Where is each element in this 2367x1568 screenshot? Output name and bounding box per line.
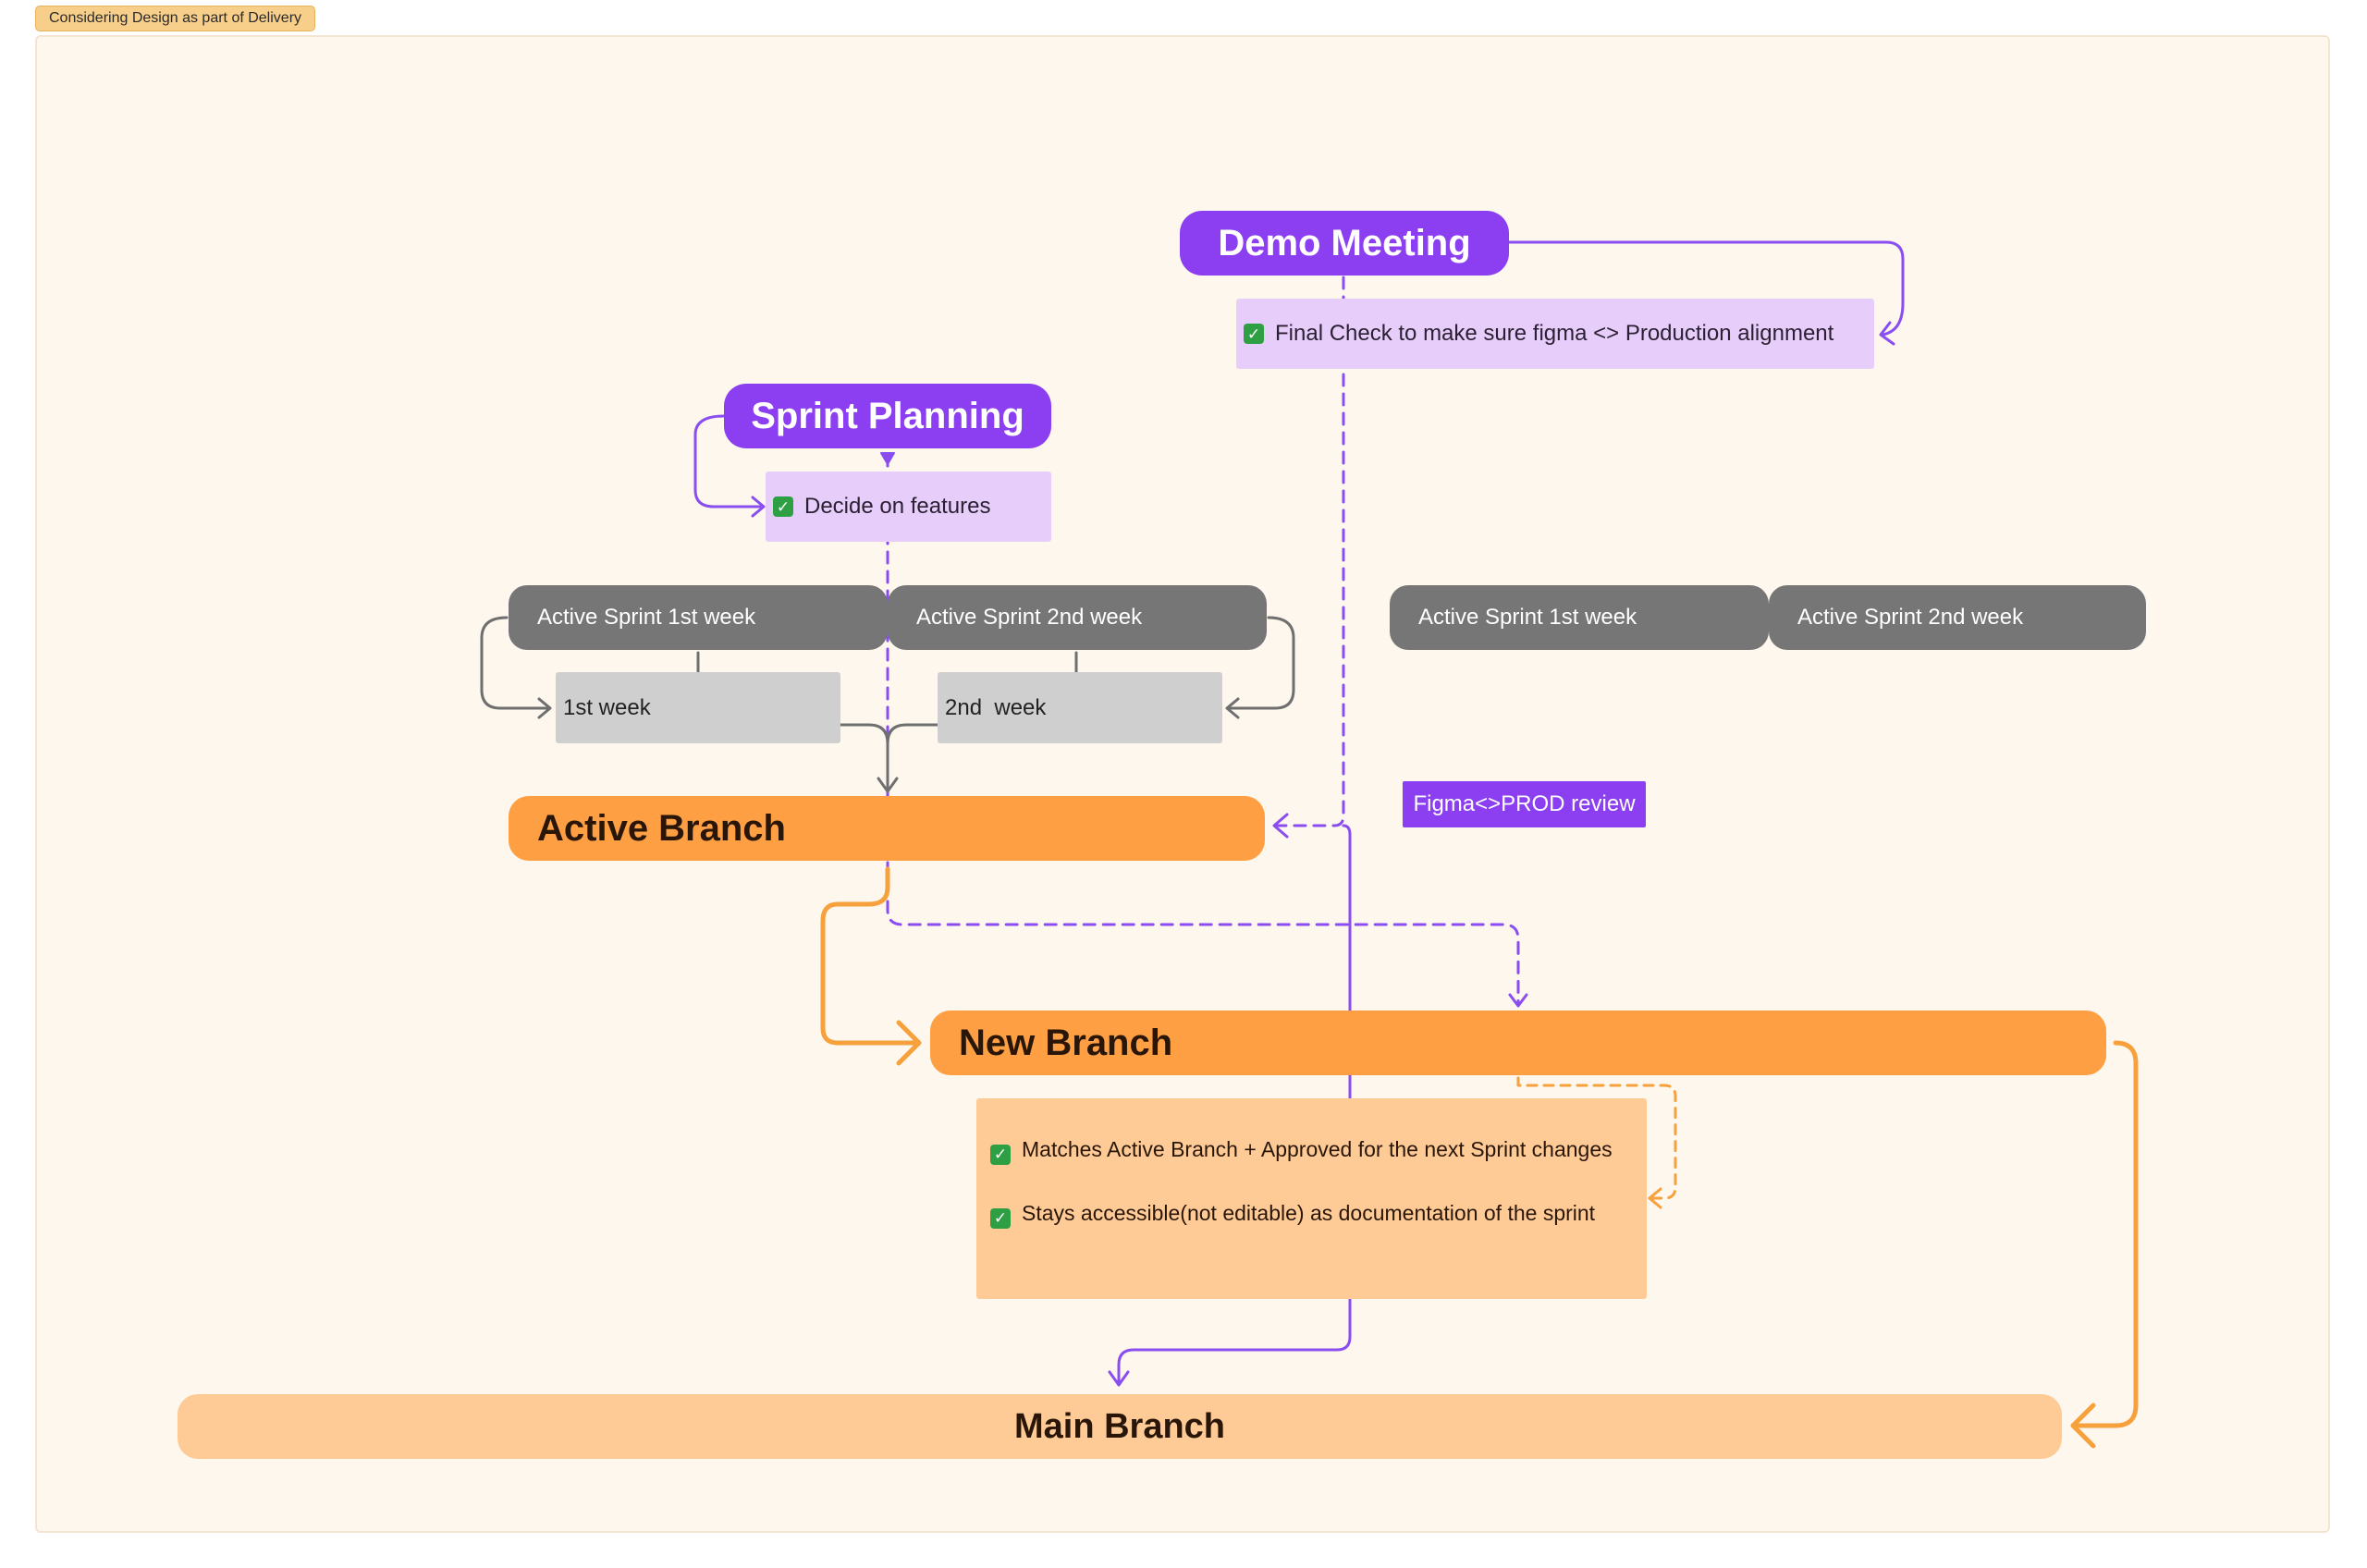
sprint-a-week1-label: Active Sprint 1st week bbox=[537, 605, 756, 630]
planning-to-features-connector bbox=[693, 414, 762, 508]
planning-dashed-top-arrowhead bbox=[880, 452, 895, 465]
check-mark-icon: ✓ bbox=[990, 1207, 1011, 1229]
check-mark-icon: ✓ bbox=[1244, 324, 1264, 344]
main-branch-node[interactable]: Main Branch bbox=[178, 1394, 2062, 1459]
check-mark-icon: ✓ bbox=[773, 496, 793, 517]
demo-to-final-check-connector bbox=[1507, 240, 1905, 337]
decide-features-text: Decide on features bbox=[804, 494, 991, 519]
active-branch-label: Active Branch bbox=[537, 807, 786, 849]
sprint-b-week2-label: Active Sprint 2nd week bbox=[1797, 605, 2024, 630]
new-to-main-branch-connector bbox=[2070, 1040, 2139, 1428]
week-merge-arrowhead bbox=[877, 777, 899, 793]
week1-box[interactable]: 1st week bbox=[556, 672, 840, 743]
week1-box-label: 1st week bbox=[563, 694, 651, 720]
new-branch-notes[interactable]: ✓ Matches Active Branch + Approved for th… bbox=[976, 1098, 1647, 1299]
week1-bracket-arrowhead bbox=[537, 697, 552, 719]
demo-meeting-node[interactable]: Demo Meeting bbox=[1180, 211, 1509, 276]
review-line-connector bbox=[1117, 824, 1352, 1387]
demo-dashed-connector bbox=[1274, 276, 1345, 827]
sprint-b-week1-label: Active Sprint 1st week bbox=[1418, 605, 1637, 630]
sprint-a-week2[interactable]: Active Sprint 2nd week bbox=[888, 585, 1267, 650]
active-branch-node[interactable]: Active Branch bbox=[509, 796, 1265, 861]
demo-to-final-check-arrowhead bbox=[1879, 321, 1895, 346]
sprint-b-week1[interactable]: Active Sprint 1st week bbox=[1390, 585, 1769, 650]
new-branch-node[interactable]: New Branch bbox=[930, 1011, 2106, 1075]
week2-bracket-connector bbox=[1228, 616, 1295, 710]
final-check-note[interactable]: ✓ Final Check to make sure figma <> Prod… bbox=[1236, 299, 1874, 369]
check-mark-icon: ✓ bbox=[990, 1144, 1011, 1165]
review-line-arrowhead bbox=[1108, 1370, 1130, 1387]
week2-box-label: 2nd week bbox=[945, 694, 1047, 720]
note-accessible: ✓ Stays accessible(not editable) as docum… bbox=[990, 1197, 1630, 1230]
planning-to-features-arrowhead bbox=[751, 496, 766, 518]
note-matches-text: Matches Active Branch + Approved for the… bbox=[1022, 1137, 1613, 1161]
planning-dashed-connector bbox=[886, 453, 1520, 1006]
new-branch-to-notes-arrowhead bbox=[1648, 1187, 1662, 1209]
decide-features-note[interactable]: ✓ Decide on features bbox=[766, 472, 1051, 542]
active-to-new-branch-arrowhead bbox=[896, 1020, 922, 1066]
frame-title: Considering Design as part of Delivery bbox=[35, 6, 316, 31]
figma-prod-review-tag[interactable]: Figma<>PROD review bbox=[1403, 781, 1646, 827]
active-to-new-branch-connector bbox=[820, 866, 918, 1046]
week2-box[interactable]: 2nd week bbox=[938, 672, 1222, 743]
new-to-main-branch-arrowhead bbox=[2070, 1403, 2096, 1449]
new-branch-to-notes-connector bbox=[1516, 1076, 1677, 1200]
main-branch-label: Main Branch bbox=[1013, 1406, 1226, 1446]
note-accessible-text: Stays accessible(not editable) as docume… bbox=[1022, 1201, 1596, 1225]
planning-dashed-end-arrowhead bbox=[1508, 993, 1528, 1008]
week2-bracket-arrowhead bbox=[1225, 697, 1240, 719]
demo-dashed-arrowhead bbox=[1272, 813, 1289, 839]
week1-bracket-connector bbox=[480, 616, 549, 710]
sprint-a-week1[interactable]: Active Sprint 1st week bbox=[509, 585, 888, 650]
final-check-text: Final Check to make sure figma <> Produc… bbox=[1275, 321, 1834, 346]
sprint-planning-node[interactable]: Sprint Planning bbox=[724, 384, 1051, 448]
new-branch-label: New Branch bbox=[959, 1022, 1173, 1063]
sprint-planning-label: Sprint Planning bbox=[751, 395, 1024, 436]
demo-meeting-label: Demo Meeting bbox=[1218, 222, 1471, 263]
figma-prod-review-label: Figma<>PROD review bbox=[1413, 791, 1636, 816]
sprint-a-week2-label: Active Sprint 2nd week bbox=[916, 605, 1143, 630]
note-matches: ✓ Matches Active Branch + Approved for th… bbox=[990, 1133, 1630, 1166]
sprint-b-week2[interactable]: Active Sprint 2nd week bbox=[1769, 585, 2146, 650]
